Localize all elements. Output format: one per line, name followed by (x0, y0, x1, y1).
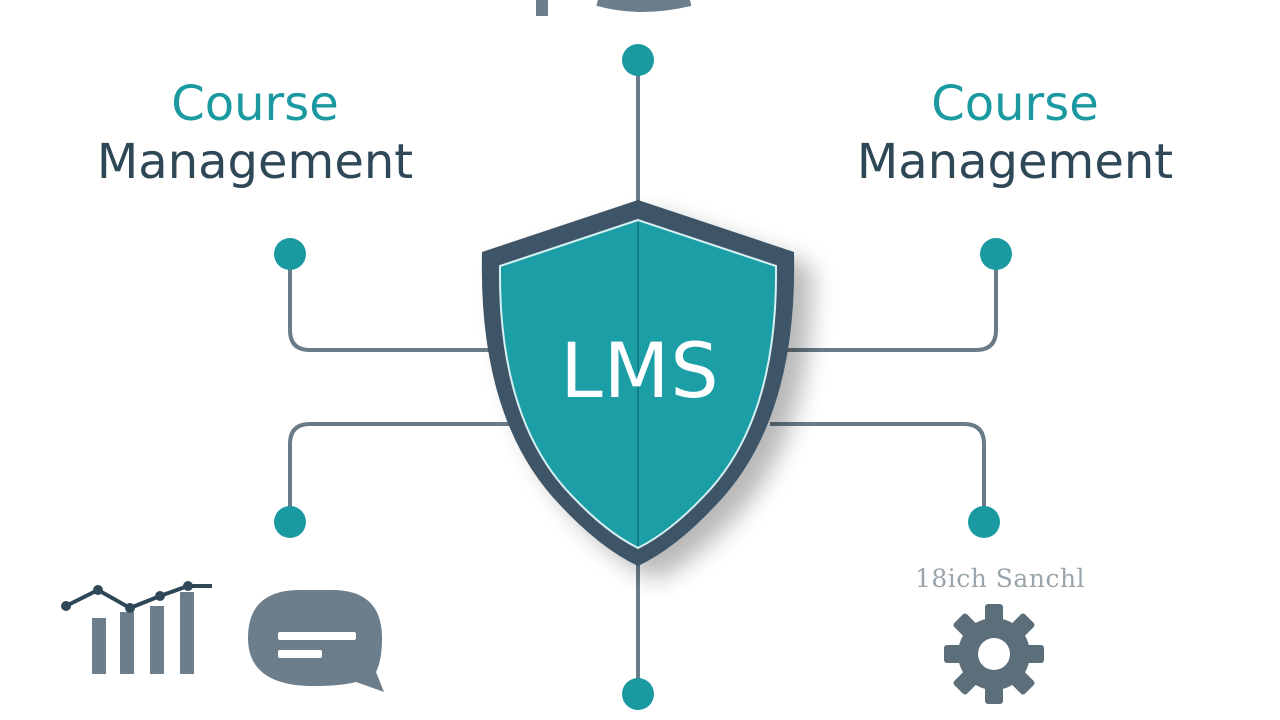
bar-chart-trend-icon (61, 581, 212, 674)
branch-label-top-right: Course Management (820, 76, 1210, 191)
chat-bubble-icon (248, 590, 384, 692)
node-dot-top (622, 44, 654, 76)
lms-shield (481, 200, 795, 566)
branch-label-top-right-line2: Management (856, 133, 1174, 190)
branch-label-top-left-line2: Management (96, 133, 414, 190)
node-dot-left-lower (274, 506, 306, 538)
partial-icon (536, 0, 692, 16)
node-dot-right-upper (980, 238, 1012, 270)
branch-label-top-left: Course Management (60, 76, 450, 191)
gear-icon (944, 604, 1044, 704)
branch-label-top-right-line1: Course (931, 76, 1099, 132)
node-dot-bottom (622, 678, 654, 710)
connector-right-upper (780, 254, 998, 352)
gear-caption: 18ich Sanchl (914, 564, 1086, 593)
node-dot-left-upper (274, 238, 306, 270)
connector-left-upper (288, 254, 500, 352)
branch-label-top-left-line1: Course (171, 76, 339, 132)
connector-right-lower (770, 422, 986, 522)
node-dot-right-lower (968, 506, 1000, 538)
connector-left-lower (288, 422, 510, 522)
shield-center-label: LMS (560, 326, 720, 415)
